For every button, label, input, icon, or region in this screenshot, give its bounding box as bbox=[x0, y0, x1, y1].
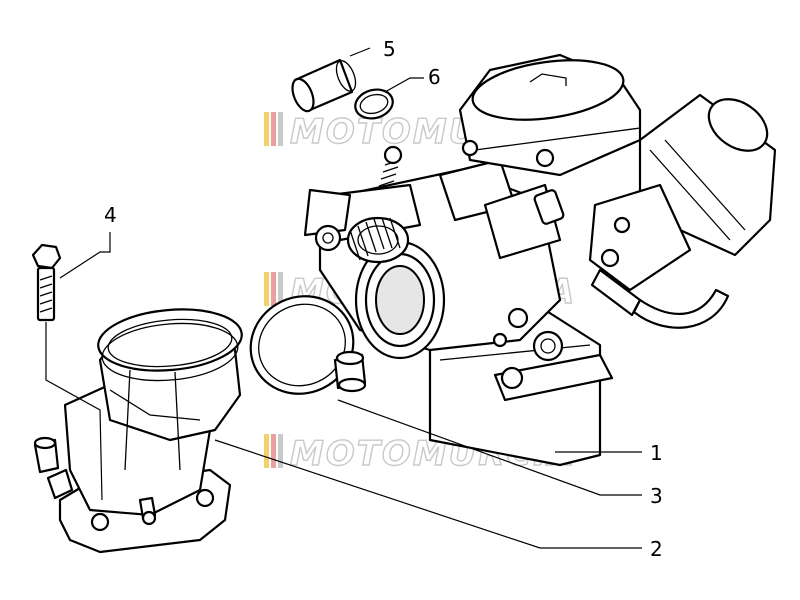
callout-5: 5 bbox=[383, 37, 396, 61]
part-5-sleeve bbox=[291, 58, 357, 113]
callout-6: 6 bbox=[428, 65, 441, 89]
callout-2: 2 bbox=[650, 537, 663, 561]
part-2-intake-manifold bbox=[33, 308, 243, 554]
part-4-bolt bbox=[31, 243, 62, 322]
part-3-hose-clamp bbox=[249, 295, 367, 395]
leader-lines bbox=[45, 47, 642, 549]
callout-3: 3 bbox=[650, 484, 663, 508]
callout-1: 1 bbox=[650, 441, 663, 465]
callout-4: 4 bbox=[104, 203, 117, 227]
part-6-ring bbox=[354, 88, 394, 120]
part-1-carburettor bbox=[303, 53, 777, 467]
